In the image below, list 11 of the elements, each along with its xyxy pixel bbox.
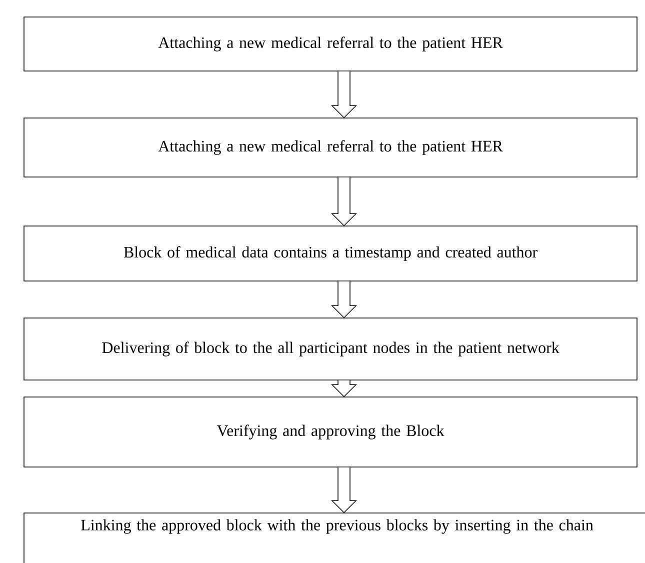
process-box: Attaching a new medical referral to the patient HER [24, 16, 638, 72]
process-box: Delivering of block to the all participant nodes in the patient network [24, 318, 638, 380]
process-box: Attaching a new medical referral to the patient HER [24, 118, 638, 178]
hollow-arrow [331, 177, 357, 226]
hollow-arrow [331, 71, 357, 118]
hollow-arrow [331, 281, 357, 318]
process-box: Linking the approved block with the previous blocks by inserting in the chain [24, 512, 645, 563]
process-box: Block of medical data contains a timestamp and created author [24, 226, 638, 282]
process-box: Verifying and approving the Block [24, 396, 638, 468]
hollow-arrow [331, 467, 357, 514]
hollow-arrow [331, 380, 357, 398]
